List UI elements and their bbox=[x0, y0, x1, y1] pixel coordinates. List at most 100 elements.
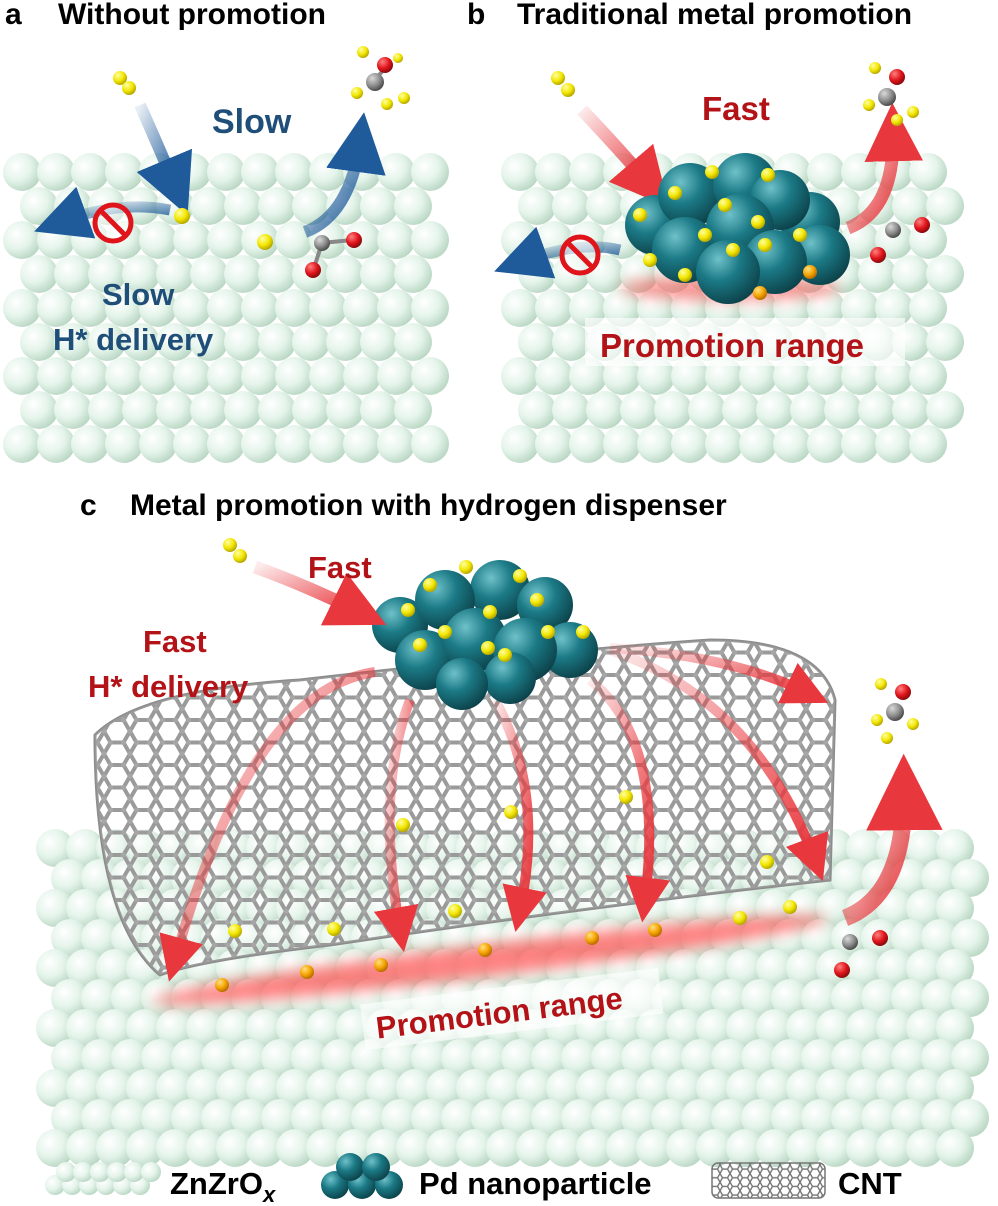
formate-molecule-a bbox=[305, 232, 362, 278]
legend: ZnZrOx Pd nanoparticle CNT bbox=[45, 1153, 902, 1206]
promotion-glow-c bbox=[152, 915, 828, 1005]
support-atom bbox=[741, 979, 779, 1017]
support-atom bbox=[37, 221, 75, 259]
support-atom bbox=[216, 1129, 254, 1167]
support-atom bbox=[807, 425, 845, 463]
support-atom bbox=[576, 1069, 614, 1107]
support-atom bbox=[671, 425, 709, 463]
support-atom bbox=[696, 889, 734, 927]
support-atom bbox=[394, 323, 432, 361]
support-atom bbox=[261, 1099, 299, 1137]
support-atom bbox=[111, 1099, 149, 1137]
methanol-molecule-a bbox=[351, 46, 410, 110]
support-atom bbox=[139, 357, 177, 395]
support-atom bbox=[846, 949, 884, 987]
support-atom bbox=[807, 289, 845, 327]
support-atom bbox=[81, 919, 119, 957]
support-atom bbox=[111, 979, 149, 1017]
support-atom bbox=[696, 1129, 734, 1167]
panel-c-title: Metal promotion with hydrogen dispenser bbox=[130, 489, 727, 522]
support-atom bbox=[173, 289, 211, 327]
support-atom bbox=[651, 1039, 689, 1077]
support-atom bbox=[246, 1009, 284, 1047]
support-atom bbox=[846, 1129, 884, 1167]
support-atom bbox=[906, 889, 944, 927]
support-atom bbox=[381, 1039, 419, 1077]
support-atom bbox=[936, 1009, 974, 1047]
support-atom bbox=[586, 391, 624, 429]
support-atom bbox=[3, 153, 41, 191]
support-atom bbox=[603, 289, 641, 327]
support-atom bbox=[951, 859, 989, 897]
support-atom bbox=[336, 1069, 374, 1107]
support-atom bbox=[81, 1039, 119, 1077]
support-atom bbox=[66, 949, 104, 987]
support-atom bbox=[326, 391, 364, 429]
support-atom bbox=[711, 1039, 749, 1077]
support-atom bbox=[891, 979, 929, 1017]
support-atom bbox=[321, 1039, 359, 1077]
support-atom bbox=[603, 425, 641, 463]
support-atom bbox=[891, 1099, 929, 1137]
dispersed-hydrogen-atoms bbox=[215, 790, 797, 992]
support-atom bbox=[816, 1009, 854, 1047]
slow-arrow-in-a bbox=[134, 102, 193, 216]
support-atom bbox=[81, 1099, 119, 1137]
support-atom bbox=[756, 1009, 794, 1047]
support-atom bbox=[36, 1069, 74, 1107]
support-atom bbox=[66, 1009, 104, 1047]
support-atom bbox=[831, 1099, 869, 1137]
support-atom bbox=[722, 391, 760, 429]
panel-a: a Without promotion Slow bbox=[3, 0, 449, 463]
support-atom bbox=[726, 1069, 764, 1107]
support-atom bbox=[756, 1129, 794, 1167]
support-atom bbox=[831, 859, 869, 897]
support-atom bbox=[394, 255, 432, 293]
support-atom bbox=[858, 391, 896, 429]
support-atom bbox=[569, 425, 607, 463]
support-atom bbox=[756, 949, 794, 987]
support-atom bbox=[258, 323, 296, 361]
support-atom bbox=[122, 323, 160, 361]
support-atom bbox=[771, 1099, 809, 1137]
support-atom bbox=[411, 1099, 449, 1137]
methanol-molecule-b bbox=[863, 62, 919, 126]
support-atom bbox=[3, 221, 41, 259]
support-atom bbox=[261, 1039, 299, 1077]
support-atom bbox=[105, 289, 143, 327]
support-atom bbox=[105, 425, 143, 463]
support-atom bbox=[54, 391, 92, 429]
support-atom bbox=[139, 425, 177, 463]
support-atom bbox=[756, 1069, 794, 1107]
support-atom bbox=[606, 1129, 644, 1167]
pd-nanoparticle-b bbox=[625, 153, 850, 304]
support-atom bbox=[51, 1039, 89, 1077]
support-atom bbox=[876, 1069, 914, 1107]
support-atom bbox=[696, 1009, 734, 1047]
promotion-range-backdrop-b bbox=[585, 318, 905, 366]
support-atom bbox=[411, 357, 449, 395]
support-atom bbox=[501, 153, 539, 191]
support-atom bbox=[126, 1129, 164, 1167]
support-atom bbox=[309, 425, 347, 463]
support-atom bbox=[936, 949, 974, 987]
support-atom bbox=[841, 289, 879, 327]
support-atom bbox=[906, 1129, 944, 1167]
support-atom bbox=[246, 1069, 284, 1107]
support-atom bbox=[81, 979, 119, 1017]
support-atom bbox=[343, 289, 381, 327]
fast-delivery-label-1: Fast bbox=[143, 624, 207, 659]
support-atom bbox=[231, 1039, 269, 1077]
fast-arrow-out-c bbox=[841, 753, 943, 926]
support-atom bbox=[936, 1069, 974, 1107]
support-atom bbox=[394, 187, 432, 225]
support-atom bbox=[569, 357, 607, 395]
support-atom bbox=[156, 255, 194, 293]
support-atom bbox=[906, 1069, 944, 1107]
support-atom bbox=[671, 357, 709, 395]
support-atom bbox=[846, 1009, 884, 1047]
support-atom bbox=[861, 1039, 899, 1077]
support-atom bbox=[621, 1099, 659, 1137]
support-atom bbox=[276, 1009, 314, 1047]
support-atom bbox=[139, 289, 177, 327]
